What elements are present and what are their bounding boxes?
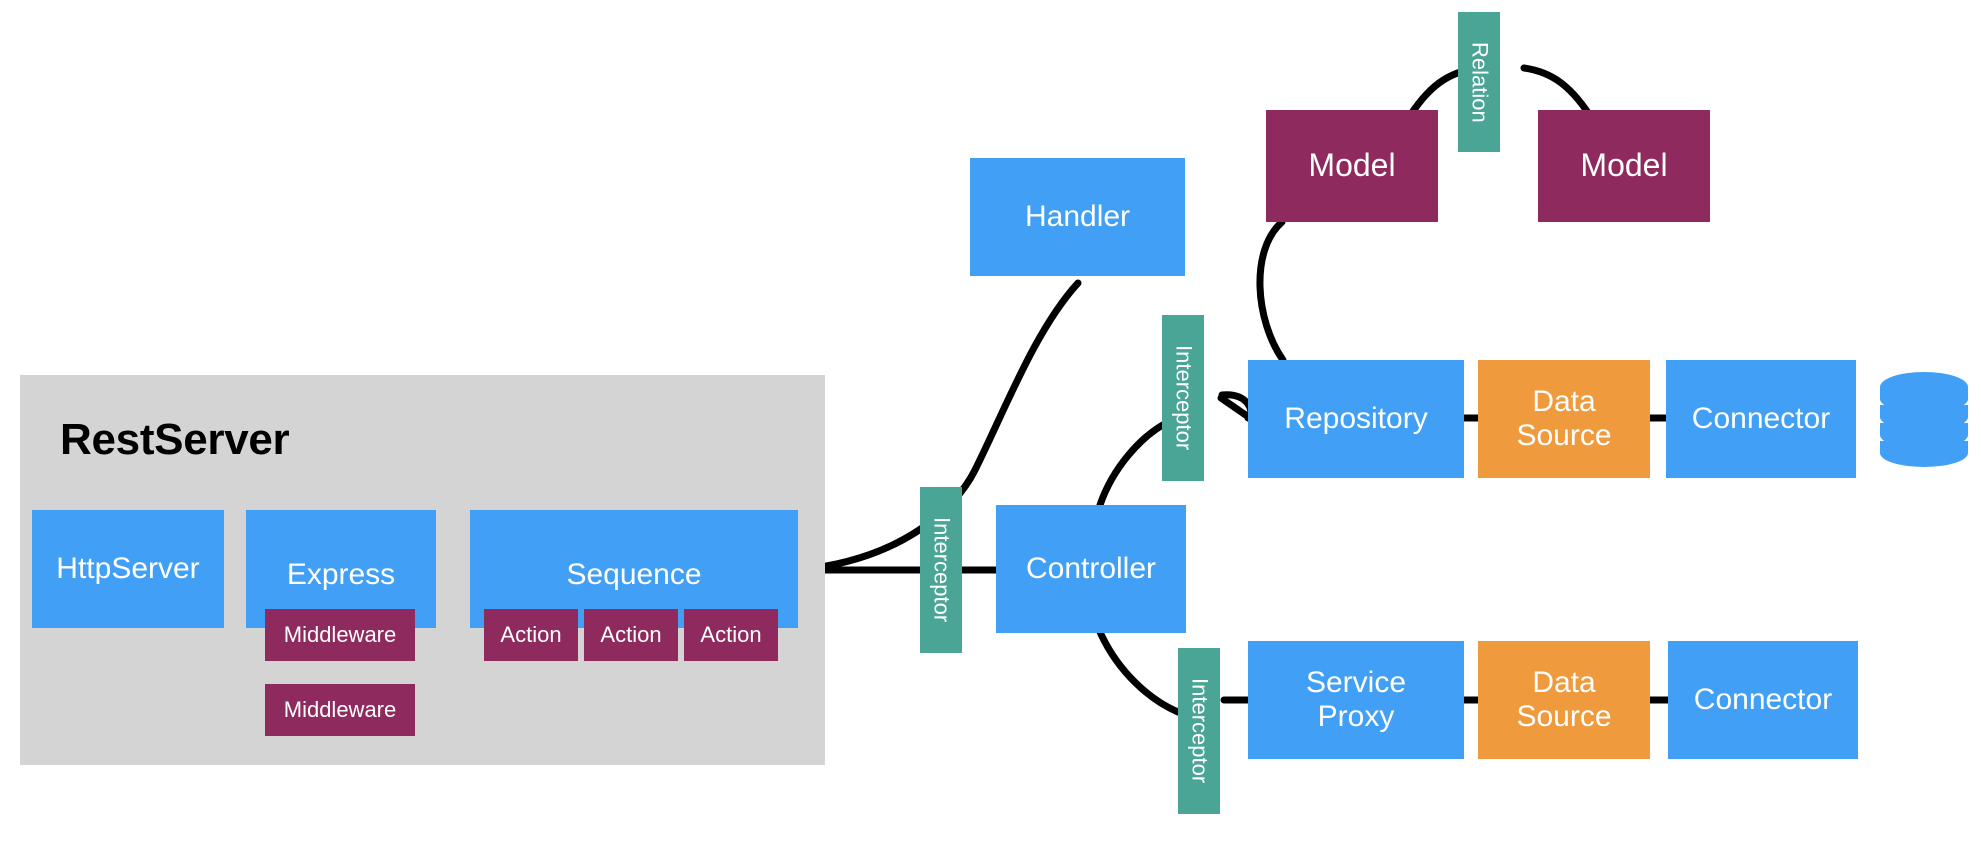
node-middleware-1[interactable]: Middleware [265, 609, 415, 661]
node-action-1[interactable]: Action [484, 609, 578, 661]
node-interceptor-repository[interactable]: Interceptor [1162, 315, 1204, 481]
edge-controller-interceptor-service [1096, 628, 1182, 716]
edge-repository-model [1256, 218, 1287, 364]
node-middleware-2[interactable]: Middleware [265, 684, 415, 736]
node-relation[interactable]: Relation [1458, 12, 1500, 152]
node-express[interactable]: Express [246, 510, 436, 628]
node-sequence-label: Sequence [566, 558, 702, 591]
node-controller[interactable]: Controller [996, 505, 1186, 633]
database-icon [1880, 372, 1968, 467]
node-service-proxy[interactable]: Service Proxy [1248, 641, 1464, 759]
node-interceptor-sequence[interactable]: Interceptor [920, 487, 962, 653]
edge-interceptor-repository-repository [1218, 391, 1255, 422]
node-datasource-top[interactable]: Data Source [1478, 360, 1650, 478]
node-repository[interactable]: Repository [1248, 360, 1464, 478]
node-action-2[interactable]: Action [584, 609, 678, 661]
node-httpserver[interactable]: HttpServer [32, 510, 224, 628]
node-sequence[interactable]: Sequence [470, 510, 798, 628]
node-datasource-bottom[interactable]: Data Source [1478, 641, 1650, 759]
node-action-3[interactable]: Action [684, 609, 778, 661]
node-interceptor-service[interactable]: Interceptor [1178, 648, 1220, 814]
node-handler[interactable]: Handler [970, 158, 1185, 276]
node-model-left[interactable]: Model [1266, 110, 1438, 222]
edge-interceptor-repository-repo2 [1217, 394, 1254, 422]
restserver-title: RestServer [60, 415, 290, 464]
node-model-right[interactable]: Model [1538, 110, 1710, 222]
node-connector-top[interactable]: Connector [1666, 360, 1856, 478]
node-connector-bottom[interactable]: Connector [1668, 641, 1858, 759]
node-express-label: Express [286, 558, 396, 591]
